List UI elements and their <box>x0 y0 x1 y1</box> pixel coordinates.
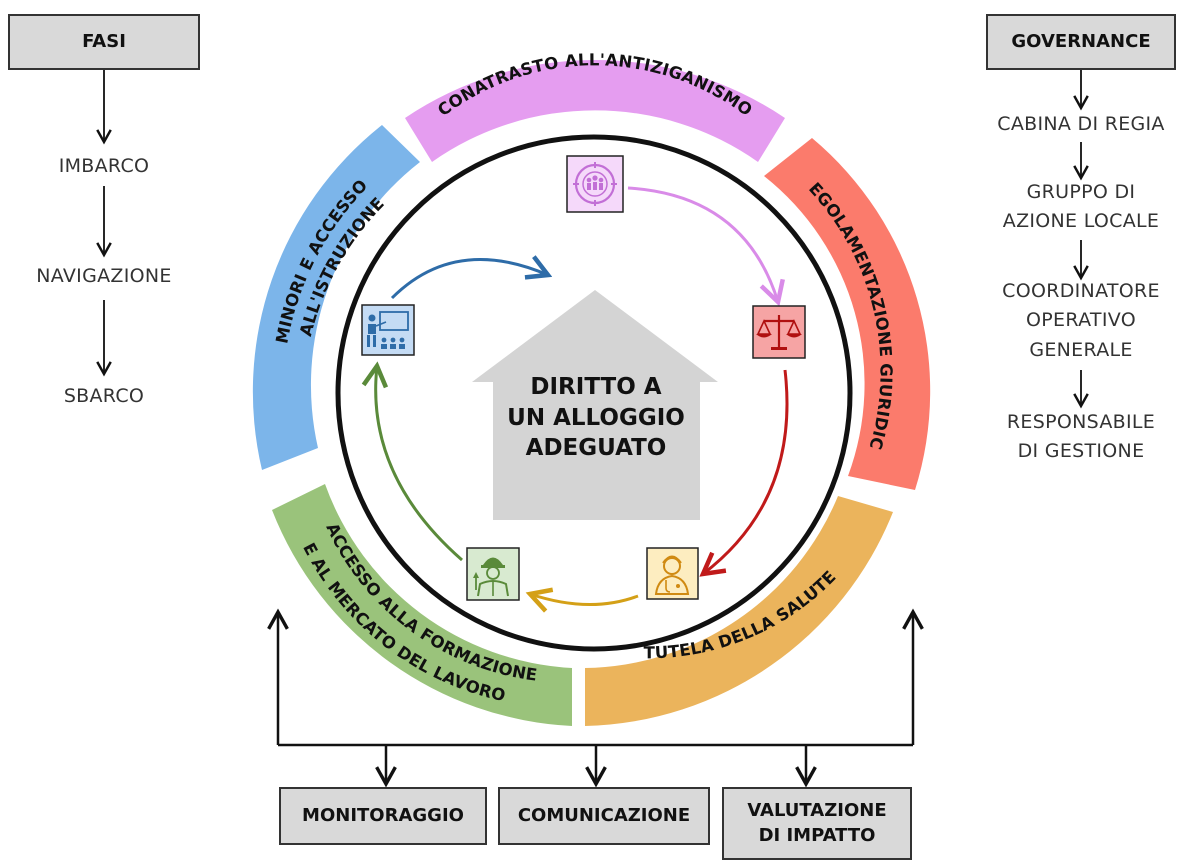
fasi-title-box: FASI <box>8 14 200 70</box>
phase-step-imbarco: IMBARCO <box>58 155 150 177</box>
monitoring-label: MONITORAGGIO <box>302 804 464 826</box>
inner-circle <box>335 134 853 652</box>
segment-right-label: REGOLAMENTAZIONE GIURIDICA <box>0 0 896 452</box>
evaluation-box: VALUTAZIONE DI IMPATTO <box>722 787 912 860</box>
governance-level-gruppo: GRUPPO DI AZIONE LOCALE <box>1002 181 1160 233</box>
center-title-line-2: UN ALLOGGIO <box>507 404 685 431</box>
cycle-arrow-green <box>376 366 463 562</box>
cycle-arrow-gold <box>530 594 639 605</box>
segment-left-minori <box>252 125 420 470</box>
cycle-arrow-red <box>703 369 789 574</box>
segment-bottomright-salute <box>585 496 893 726</box>
governance-level-cabina: CABINA DI REGIA <box>997 113 1165 135</box>
segment-right-regolamentazione <box>764 138 931 490</box>
community-target-icon <box>566 155 624 213</box>
communication-box: COMUNICAZIONE <box>498 787 710 845</box>
worker-icon <box>466 547 520 601</box>
governance-title: GOVERNANCE <box>1011 30 1151 52</box>
phase-step-sbarco: SBARCO <box>63 385 145 407</box>
house-shape <box>472 290 718 520</box>
governance-title-box: GOVERNANCE <box>986 14 1176 70</box>
doctor-icon <box>646 547 699 600</box>
monitoring-box: MONITORAGGIO <box>279 787 487 845</box>
segment-top-antiziganismo <box>405 59 785 162</box>
justice-scales-icon <box>752 305 806 359</box>
center-title: DIRITTO A UN ALLOGGIO ADEGUATO <box>480 372 712 464</box>
governance-level-coordinatore: COORDINATORE OPERATIVO GENERALE <box>1002 280 1160 361</box>
communication-label: COMUNICAZIONE <box>517 804 691 826</box>
evaluation-label: VALUTAZIONE DI IMPATTO <box>747 800 887 846</box>
phase-step-navigazione: NAVIGAZIONE <box>36 265 172 287</box>
cycle-arrow-pink <box>627 186 778 302</box>
segment-bottomleft-formazione <box>272 484 572 726</box>
governance-level-responsabile: RESPONSABILE DI GESTIONE <box>1006 411 1156 463</box>
center-title-line-1: DIRITTO A <box>530 374 662 400</box>
fasi-title: FASI <box>82 30 126 52</box>
center-title-line-3: ADEGUATO <box>525 435 667 462</box>
teacher-classroom-icon <box>361 304 415 356</box>
cycle-arrow-blue <box>390 259 548 300</box>
